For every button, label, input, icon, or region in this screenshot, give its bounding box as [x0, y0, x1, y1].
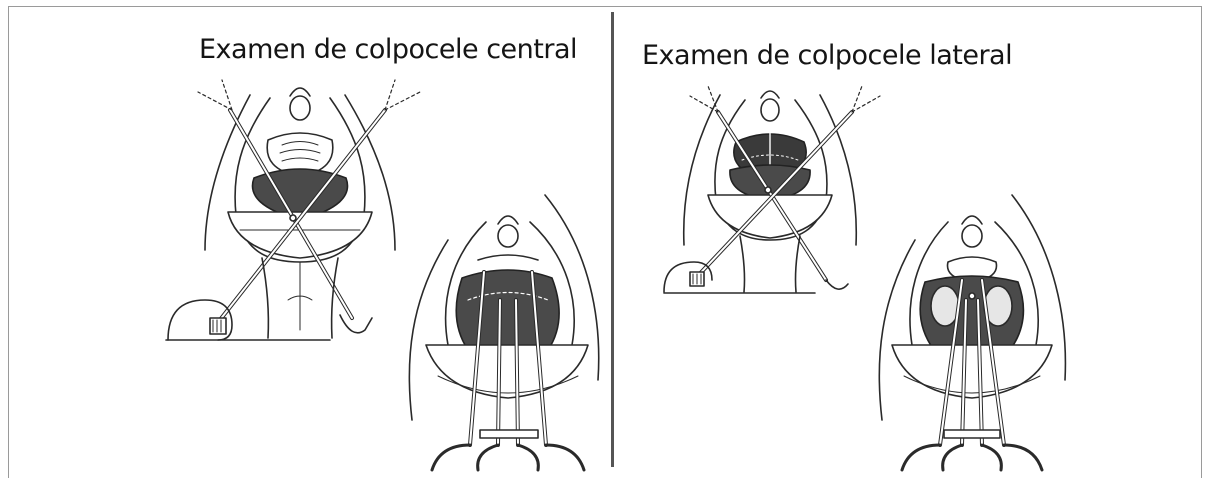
- forceps-tip-dotted: [851, 85, 881, 113]
- urethral-meatus: [961, 224, 983, 248]
- figure-frame: [8, 6, 1202, 478]
- forceps-arm: [977, 299, 983, 446]
- perineum: [739, 235, 746, 293]
- urethral-meatus: [760, 98, 780, 122]
- speculum-base: [437, 375, 579, 394]
- perineum: [261, 257, 270, 339]
- midline: [287, 261, 313, 331]
- ring-handle: [476, 443, 500, 472]
- forceps-arm: [691, 111, 853, 283]
- clitoral-hood: [289, 87, 311, 97]
- rugae: [281, 141, 319, 146]
- illustration-central-bottom: [408, 194, 600, 472]
- panel-divider: [611, 12, 614, 467]
- labia-contour: [714, 99, 828, 241]
- speculum-blade: [891, 344, 1053, 399]
- colpocele-shaded: [729, 164, 811, 201]
- vaginal-wall: [946, 256, 998, 283]
- outer-contour: [344, 94, 396, 251]
- forceps-tip-dotted: [689, 85, 719, 113]
- ring-handle: [339, 314, 373, 334]
- ratchet: [943, 429, 1001, 439]
- clitoral-hood: [497, 215, 519, 225]
- clitoral-hood: [760, 90, 780, 99]
- forceps-pivot: [289, 214, 297, 222]
- perineum: [794, 235, 801, 293]
- forceps-arm: [515, 299, 519, 446]
- ring-handle: [516, 443, 540, 472]
- forceps-arm: [229, 109, 353, 319]
- outer-contour: [408, 239, 449, 421]
- speculum-blade: [707, 194, 833, 239]
- rugae: [281, 157, 319, 162]
- forceps-arm: [211, 109, 386, 331]
- urethral-meatus: [497, 224, 519, 248]
- forceps-arm: [469, 271, 485, 446]
- forceps-arm: [961, 299, 967, 446]
- ring-handle: [663, 261, 713, 293]
- speculum-base: [903, 375, 1041, 394]
- ratchet-teeth: [212, 319, 222, 333]
- vaginal-wall: [477, 254, 539, 261]
- colpocele-shaded: [455, 269, 560, 357]
- urethral-meatus: [289, 95, 311, 121]
- colpocele-shaded: [251, 168, 349, 221]
- rugae: [279, 149, 321, 154]
- ring-handle: [430, 443, 472, 472]
- vaginal-wall: [266, 132, 334, 177]
- speculum-blade: [425, 344, 589, 399]
- left-panel-title: Examen de colpocele central: [199, 34, 578, 65]
- ring-handle: [980, 443, 1003, 472]
- ring-handle: [544, 443, 586, 472]
- forceps-tip-dotted: [197, 79, 233, 111]
- forceps-arm: [939, 279, 963, 446]
- ring-handle: [825, 279, 849, 290]
- illustration-lateral-bottom: [878, 194, 1067, 472]
- ratchet: [479, 429, 539, 439]
- ratchet-teeth: [692, 273, 702, 285]
- ring-handle: [167, 299, 233, 341]
- outer-contour: [819, 94, 858, 246]
- speculum-blade: [227, 211, 373, 259]
- forceps-pivot: [968, 292, 976, 300]
- dotted-margin: [467, 291, 549, 301]
- ratchet: [209, 317, 227, 335]
- ring-handle: [941, 443, 964, 472]
- illustration-central-top: [165, 79, 421, 341]
- forceps-arm: [981, 279, 1005, 446]
- ring-handle: [900, 443, 942, 472]
- outer-contour: [544, 194, 600, 381]
- forceps-arm: [497, 299, 501, 446]
- outer-contour: [682, 94, 721, 246]
- illustration-lateral-top: [663, 85, 881, 294]
- forceps-pivot: [764, 186, 772, 194]
- perineum: [330, 257, 339, 339]
- ring-handle: [1002, 443, 1044, 472]
- outer-contour: [1011, 194, 1067, 381]
- right-panel-title: Examen de colpocele lateral: [642, 40, 1013, 71]
- outer-contour: [204, 94, 251, 251]
- clitoral-hood: [961, 215, 983, 225]
- forceps-tip-dotted: [384, 79, 421, 111]
- forceps-arm: [531, 271, 547, 446]
- outer-contour: [878, 239, 916, 421]
